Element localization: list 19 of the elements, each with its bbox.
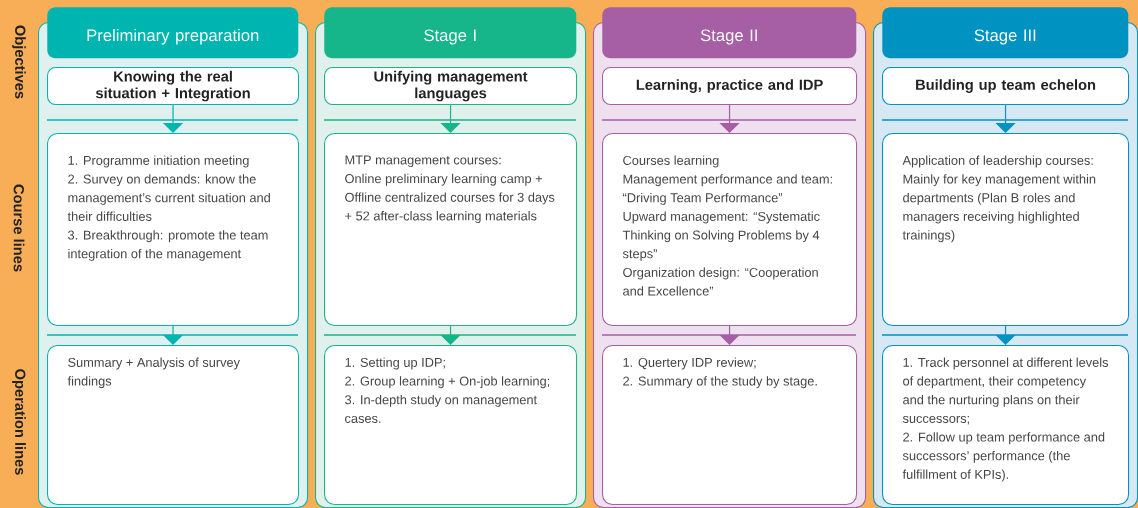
objective-box: Unifying management languages [324,67,578,106]
row-label: Operation lines [12,369,26,475]
operation-box: 1. Track personnel at different levels of department, their competency and the nurturing plans on their successors; 2. Follow up team performance and successors’ performance (the fulfillment of KPIs). [882,345,1130,506]
operation-box: Summary + Analysis of survey findings [47,345,300,506]
stage-header: Stage I [324,7,577,59]
course-box: MTP management courses: Online preliminary learning camp + Offline centralized courses for 3 days + 52 after-class learning materials [324,133,578,327]
objective-box: Building up team echelon [882,67,1130,106]
stage-header: Stage II [602,7,857,59]
row-label: Objectives [12,25,26,99]
course-box: Application of leadership courses: Mainly for key management within departments (Plan B roles and managers receiving highlighted trainings) [882,133,1130,327]
objective-box: Learning, practice and IDP [602,67,858,106]
objective-box: Knowing the real situation + Integration [47,67,300,106]
operation-box: 1. Quertery IDP review; 2. Summary of the study by stage. [602,345,858,506]
course-box: Courses learning Management performance and team: “Driving Team Performance” Upward management: “Systematic Thinking on Solving Problems by 4 steps” Organization design: “Cooperation and Excellence” [602,133,858,327]
stage-header: Preliminary preparation [47,7,299,59]
row-label: Course lines [13,184,25,272]
operation-box: 1. Setting up IDP; 2. Group learning + On-job learning; 3. In-depth study on management cases. [324,345,578,506]
course-box: 1. Programme initiation meeting 2. Survey on demands: know the management’s current situation and their difficulties 3. Breakthrough: promote the team integration of the management [47,133,300,327]
stage-header: Stage III [882,7,1129,59]
